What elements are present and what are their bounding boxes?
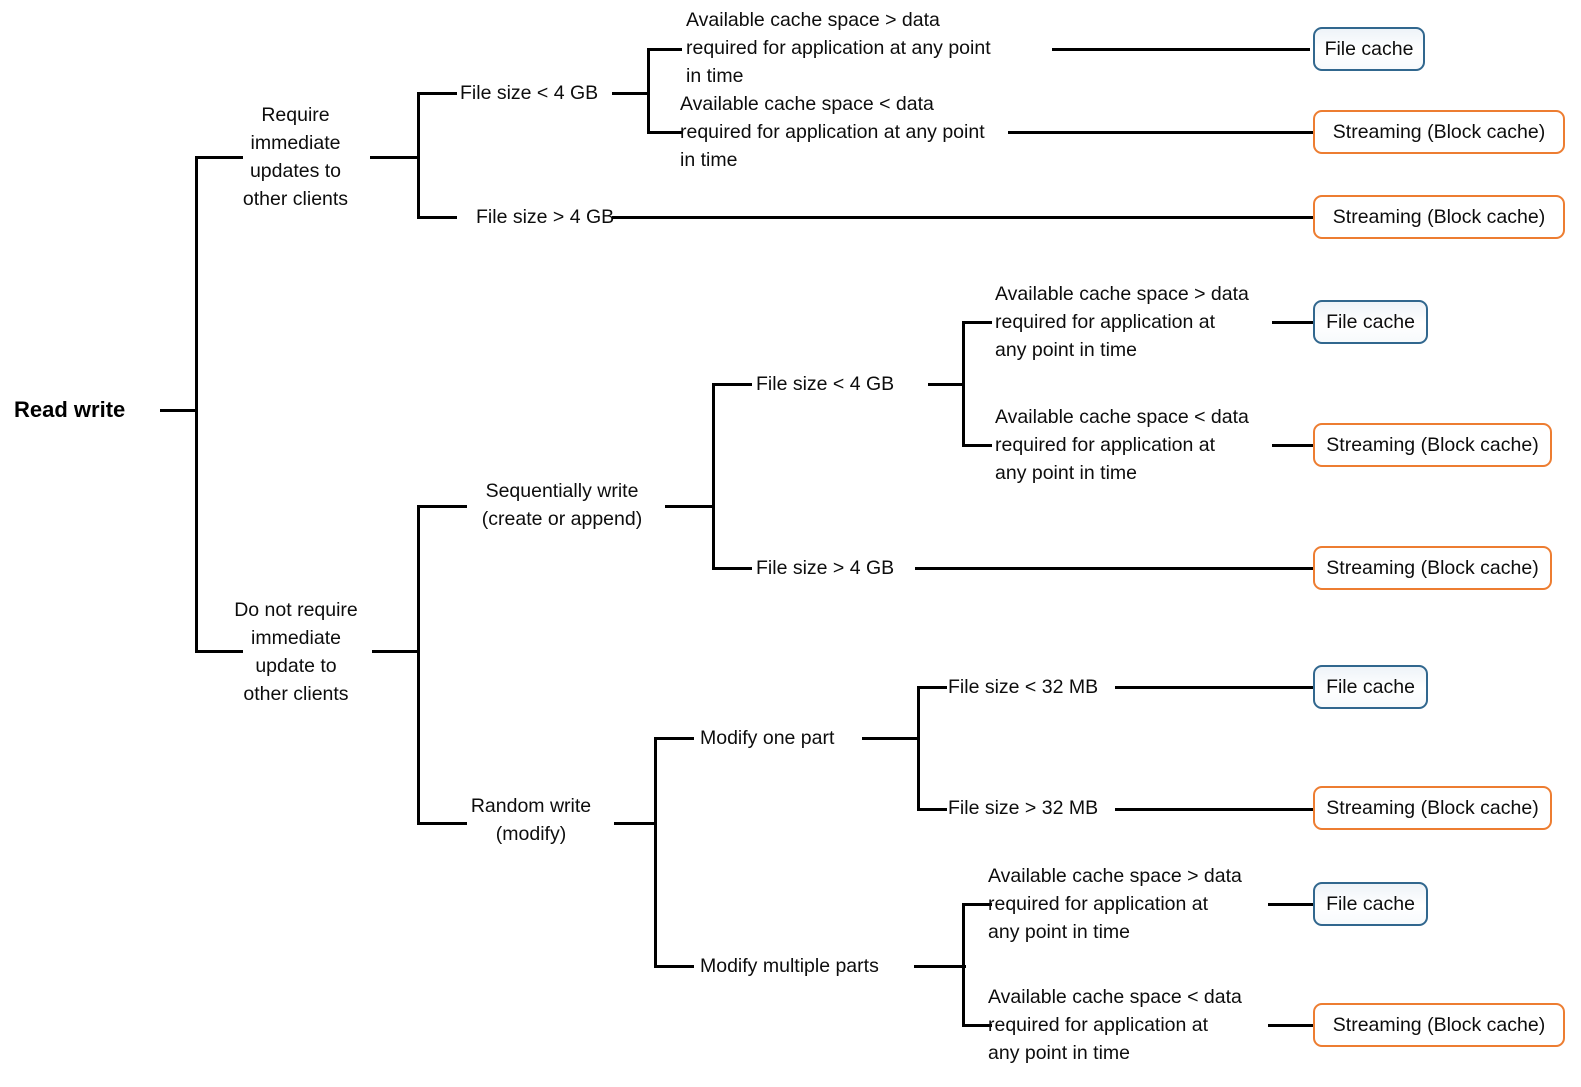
- node-c2-cache-space-less: Available cache space < data required fo…: [988, 986, 1242, 1064]
- connector-out8: [1115, 808, 1315, 811]
- node-c-file-size-lt-32mb: File size < 32 MB: [948, 676, 1099, 698]
- connector-branchBC-vertical: [417, 505, 420, 823]
- connector-c-arm-top: [654, 737, 694, 740]
- node-a-cache-space-greater: Available cache space > data required fo…: [686, 9, 991, 87]
- connector-c1-vertical: [917, 686, 920, 811]
- outcome-box-file-cache-2[interactable]: File cache: [1313, 300, 1428, 344]
- connector-branchBC-arm-bottom: [417, 822, 467, 825]
- connector-l1top-out: [370, 156, 420, 159]
- outcome-box-file-cache-4[interactable]: File cache: [1313, 882, 1428, 926]
- connector-a-cache-arm-bottom: [647, 131, 682, 134]
- outcome-box-streaming-6[interactable]: Streaming (Block cache): [1313, 1003, 1565, 1047]
- connector-out1: [1052, 48, 1310, 51]
- node-a-file-size-lt-4gb: File size < 4 GB: [460, 82, 599, 104]
- root-label-read-write: Read write: [14, 397, 126, 422]
- connector-trunk-main: [195, 156, 198, 653]
- connector-out2: [1008, 131, 1315, 134]
- connector-out5: [1272, 444, 1314, 447]
- connector-c2-vertical: [962, 903, 965, 1027]
- node-a-cache-space-less: Available cache space < data required fo…: [680, 93, 985, 171]
- outcome-box-streaming-2[interactable]: Streaming (Block cache): [1313, 195, 1565, 239]
- connector-trunk-top-arm: [195, 156, 243, 159]
- connector-branchBC-arm-top: [417, 505, 467, 508]
- connector-branchA-arm-top: [417, 92, 457, 95]
- node-random-write: Random write (modify): [470, 795, 592, 845]
- node-b-file-size-gt-4gb: File size > 4 GB: [756, 557, 895, 579]
- connector-out10: [1268, 1024, 1314, 1027]
- connector-c1-arm-top: [917, 686, 947, 689]
- connector-b-cache-arm-top: [962, 321, 992, 324]
- connector-out6: [915, 567, 1315, 570]
- connector-branchA-vertical: [417, 92, 420, 218]
- node-b-cache-space-greater: Available cache space > data required fo…: [995, 283, 1249, 361]
- node-c2-cache-space-greater: Available cache space > data required fo…: [988, 865, 1242, 943]
- node-b-file-size-lt-4gb: File size < 4 GB: [756, 373, 895, 395]
- connector-randomwrite-out: [614, 822, 657, 825]
- node-a-file-size-gt-4gb: File size > 4 GB: [476, 206, 615, 228]
- connector-seqwrite-out: [665, 505, 715, 508]
- node-modify-one-part: Modify one part: [700, 727, 835, 749]
- connector-l1bottom-out: [372, 650, 418, 653]
- connector-a-lt4gb-out: [612, 92, 650, 95]
- connector-modify-multiple-out: [914, 965, 966, 968]
- connector-out4: [1272, 321, 1314, 324]
- connector-c-vertical: [654, 737, 657, 966]
- outcome-box-file-cache-3[interactable]: File cache: [1313, 665, 1428, 709]
- node-b-cache-space-less: Available cache space < data required fo…: [995, 406, 1249, 484]
- connector-b-cache-vertical: [962, 321, 965, 447]
- connector-b-vertical: [712, 383, 715, 570]
- outcome-box-streaming-4[interactable]: Streaming (Block cache): [1313, 546, 1552, 590]
- connector-a-cache-arm-top: [647, 48, 682, 51]
- connector-branchA-arm-bottom: [417, 216, 457, 219]
- connector-c-arm-bottom: [654, 965, 694, 968]
- node-modify-multiple-parts: Modify multiple parts: [700, 955, 879, 977]
- connector-b-lt4gb-out: [928, 383, 965, 386]
- connector-b-cache-arm-bottom: [962, 444, 992, 447]
- outcome-box-streaming-3[interactable]: Streaming (Block cache): [1313, 423, 1552, 467]
- node-sequentially-write: Sequentially write (create or append): [481, 480, 643, 530]
- node-c-file-size-gt-32mb: File size > 32 MB: [948, 797, 1099, 819]
- outcome-box-file-cache-1[interactable]: File cache: [1313, 27, 1425, 71]
- connector-out7: [1115, 686, 1315, 689]
- node-do-not-require-immediate: Do not require immediate update to other…: [234, 599, 358, 705]
- connector-b-arm-bottom: [712, 567, 752, 570]
- connector-c2-arm-bottom: [962, 1024, 992, 1027]
- connector-root-stub: [160, 409, 198, 412]
- connector-a-cache-vertical: [647, 48, 650, 134]
- node-require-immediate: Require immediate updates to other clien…: [242, 104, 349, 210]
- connector-c1-arm-bottom: [917, 808, 947, 811]
- connector-trunk-bottom-arm: [195, 650, 243, 653]
- connector-out3: [612, 216, 1315, 219]
- connector-b-arm-top: [712, 383, 752, 386]
- outcome-box-streaming-1[interactable]: Streaming (Block cache): [1313, 110, 1565, 154]
- outcome-box-streaming-5[interactable]: Streaming (Block cache): [1313, 786, 1552, 830]
- connector-out9: [1268, 903, 1314, 906]
- connector-modify-one-out: [862, 737, 919, 740]
- connector-c2-arm-top: [962, 903, 992, 906]
